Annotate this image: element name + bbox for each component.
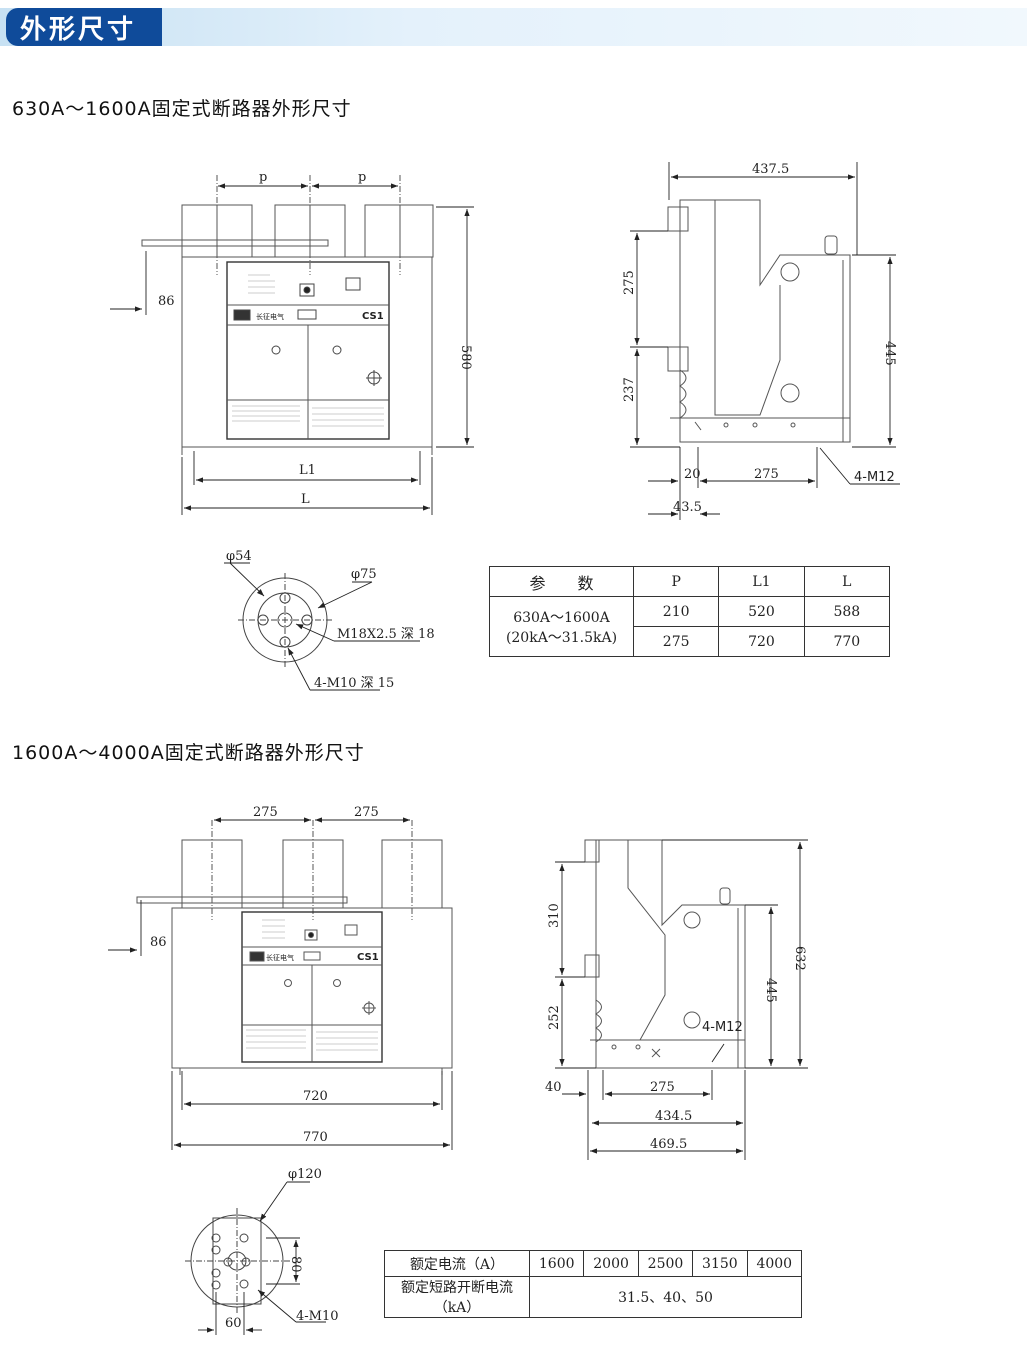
s1-dim-20: 20	[684, 467, 701, 482]
s1-cell: 210	[632, 596, 720, 627]
s1-param-cell: 630A～1600A (20kA～31.5kA)	[489, 596, 634, 657]
s2-d120: φ120	[288, 1167, 322, 1182]
s1-dim-275v: 275	[622, 270, 637, 295]
s2-current: 1600	[528, 1250, 585, 1277]
s2-panel-model: CS1	[357, 952, 379, 963]
s2-dim-86: 86	[150, 935, 167, 950]
s1-cell: 720	[718, 626, 805, 657]
table-row: 630A～1600A (20kA～31.5kA) 210 520 588	[489, 596, 891, 657]
s2-dim-445: 445	[763, 978, 778, 1003]
s1-dim-237: 237	[622, 377, 637, 402]
s1-dim-p2: p	[358, 170, 366, 185]
header-tab	[6, 8, 162, 46]
s1-dim-L1: L1	[299, 463, 316, 478]
table-row: 额定短路开断电流（kA） 31.5、40、50	[384, 1276, 802, 1318]
s1-front-view	[141, 175, 434, 455]
s2-dim-p1: 275	[253, 805, 278, 820]
s2-dim-275: 275	[650, 1080, 675, 1095]
s2-d80: 80	[288, 1256, 303, 1273]
s2-side-dims	[555, 839, 808, 1160]
s1-param-line1: 630A～1600A	[513, 609, 610, 626]
s2-breaking: 31.5、40、50	[529, 1276, 802, 1318]
s1-cell: 770	[803, 626, 891, 657]
s2-m10: 4-M10	[296, 1309, 339, 1324]
s1-cell: 588	[803, 596, 891, 627]
s2-current: 3150	[692, 1250, 748, 1277]
s1-cell: 275	[632, 626, 720, 657]
s1-th-l: L	[803, 566, 891, 597]
s1-dim-86: 86	[158, 294, 175, 309]
section1-title: 630A～1600A固定式断路器外形尺寸	[12, 98, 352, 120]
s1-dim-43: 43.5	[673, 500, 702, 515]
s1-dim-445: 445	[882, 341, 897, 366]
s1-front-dims	[110, 183, 474, 515]
s1-dim-580: 580	[458, 345, 473, 370]
s2-dim-770: 770	[303, 1130, 328, 1145]
s2-row2-label: 额定短路开断电流（kA）	[384, 1276, 530, 1318]
header-band	[0, 8, 1027, 46]
s2-dim-434: 434.5	[655, 1109, 692, 1124]
s1-panel-details	[232, 274, 384, 427]
s2-panel-brand: 长征电气	[266, 953, 294, 962]
s2-dim-720: 720	[303, 1089, 328, 1104]
s2-dim-310: 310	[547, 903, 562, 928]
s1-m18: M18X2.5 深 18	[337, 627, 435, 642]
s2-current: 2000	[583, 1250, 639, 1277]
s1-panel-model: CS1	[362, 311, 384, 322]
s2-front-view	[136, 820, 453, 1075]
s1-terminal	[238, 573, 332, 667]
s2-dim-632: 632	[792, 946, 807, 971]
s1-spec-table: 参 数 P L1 L 630A～1600A (20kA～31.5kA) 210 …	[489, 566, 891, 657]
s1-dim-275h: 275	[754, 467, 779, 482]
s2-side-view	[584, 839, 746, 1069]
s2-current: 2500	[637, 1250, 694, 1277]
s1-param-line2: (20kA～31.5kA)	[505, 629, 618, 646]
s1-th-param: 参 数	[489, 566, 634, 597]
s1-dim-437: 437.5	[752, 162, 789, 177]
s2-front-dims	[108, 817, 453, 1150]
s2-terminal-dims	[198, 1181, 326, 1335]
s1-th-p: P	[632, 566, 720, 597]
s2-current: 4000	[746, 1250, 803, 1277]
table-row: 额定电流（A） 1600 2000 2500 3150 4000	[384, 1250, 803, 1277]
s1-dim-L: L	[301, 492, 310, 507]
s2-dim-p2: 275	[354, 805, 379, 820]
s2-row1-label: 额定电流（A）	[384, 1250, 530, 1277]
s1-terminal-leaders	[224, 562, 420, 691]
s1-panel-brand: 长征电气	[256, 312, 284, 321]
s1-d75: φ75	[351, 567, 377, 582]
s2-dim-252: 252	[547, 1005, 562, 1030]
table-row: 参 数 P L1 L	[489, 566, 891, 597]
s2-terminal	[185, 1208, 290, 1315]
section2-title: 1600A～4000A固定式断路器外形尺寸	[12, 742, 365, 764]
s1-th-l1: L1	[718, 566, 805, 597]
s2-dim-40: 40	[545, 1080, 562, 1095]
s2-dim-469: 469.5	[650, 1137, 687, 1152]
s2-m12-label: 4-M12	[702, 1020, 743, 1035]
s1-side-dims	[630, 162, 900, 520]
page-title: 外形尺寸	[20, 15, 137, 45]
s1-d54: φ54	[226, 549, 252, 564]
s2-spec-table: 额定电流（A） 1600 2000 2500 3150 4000 额定短路开断电…	[384, 1250, 803, 1318]
s1-m12-label: 4-M12	[854, 470, 895, 485]
s1-side-view	[667, 199, 851, 443]
s1-dim-p1: p	[259, 170, 267, 185]
s1-cell: 520	[718, 596, 805, 627]
s1-m10: 4-M10 深 15	[314, 676, 394, 691]
table-row: 275 720 770	[490, 626, 891, 657]
s2-d60: 60	[225, 1316, 242, 1331]
